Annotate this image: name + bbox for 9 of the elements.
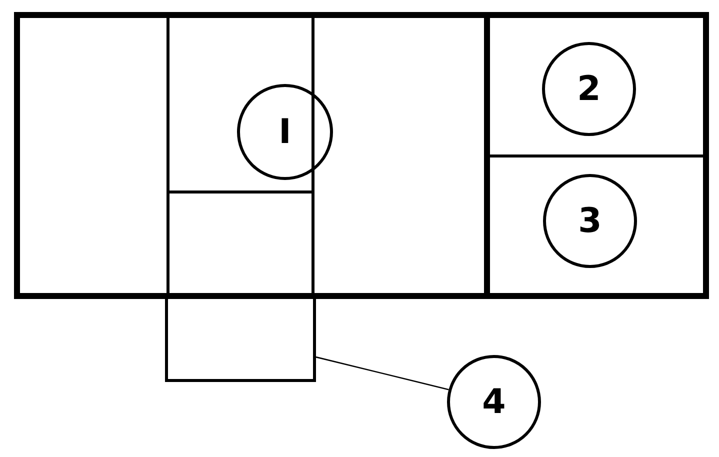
callout-number: I: [278, 115, 292, 149]
callout-number: 4: [482, 385, 506, 419]
callout-circle: [237, 84, 333, 180]
callout-circle: [543, 174, 637, 268]
callout-circle: [447, 355, 541, 449]
callout-number: 3: [578, 204, 602, 238]
callout-circle: [542, 42, 636, 136]
leader-line: [316, 356, 449, 390]
callout-number: 2: [577, 72, 601, 106]
